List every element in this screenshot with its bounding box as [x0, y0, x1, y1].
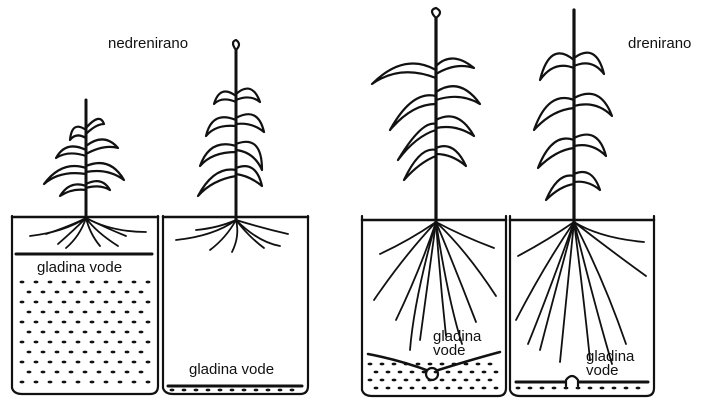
plant-tall-4 — [534, 10, 612, 222]
water-level-label-2: gladina vode — [189, 362, 274, 377]
drain-pipe-icon — [566, 376, 578, 386]
roots-deep-4 — [516, 222, 646, 364]
water-level-label-1: gladina vode — [37, 260, 122, 275]
roots-shallow-2 — [176, 220, 288, 252]
drain-pipe-icon — [426, 368, 438, 380]
water-level-label-3-line2: vode — [433, 344, 466, 358]
container-drained-low — [510, 216, 654, 396]
roots-shallow-1 — [30, 218, 146, 248]
plant-tall-3 — [372, 8, 480, 222]
label-undrained: nedrenirano — [108, 36, 188, 51]
water-level-label-4-line2: vode — [586, 364, 619, 378]
plant-small-1 — [44, 100, 124, 218]
container-undrained-high-water — [12, 216, 158, 394]
plant-medium-2 — [198, 40, 264, 220]
label-drained: drenirano — [628, 36, 691, 51]
